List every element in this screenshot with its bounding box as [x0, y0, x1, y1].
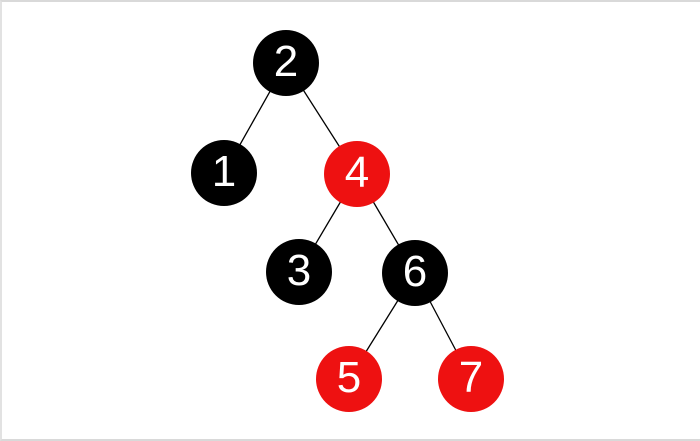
tree-node-label: 7 [458, 353, 484, 402]
tree-node-label: 1 [211, 147, 237, 196]
tree-node-5: 5 [316, 346, 382, 412]
tree-node-label: 3 [286, 246, 312, 295]
tree-node-label: 2 [273, 37, 299, 86]
tree-node-4: 4 [324, 141, 390, 207]
tree-node-3: 3 [266, 239, 332, 305]
tree-node-label: 5 [336, 353, 362, 402]
tree-node-label: 6 [402, 247, 428, 296]
tree-node-1: 1 [191, 140, 257, 206]
tree-node-2: 2 [253, 30, 319, 96]
tree-node-6: 6 [382, 240, 448, 306]
tree-node-label: 4 [344, 148, 370, 197]
tree-node-7: 7 [438, 346, 504, 412]
